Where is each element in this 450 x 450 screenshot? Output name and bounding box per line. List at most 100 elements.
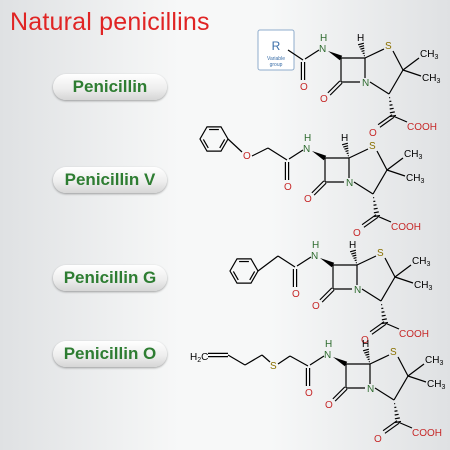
bond	[394, 276, 414, 284]
hashed-bond	[389, 104, 393, 106]
bond	[244, 354, 263, 366]
hashed-bond	[365, 353, 370, 356]
page-title: Natural penicillins	[10, 8, 210, 36]
amide-nitrogen: N	[311, 251, 318, 262]
amide-nitrogen: N	[303, 144, 310, 155]
hashed-bond	[367, 358, 370, 361]
carboxyl-oxygen: O	[353, 228, 361, 239]
carboxyl-oxygen: O	[361, 335, 369, 346]
hashed-bond	[389, 111, 395, 114]
hashed-bond	[360, 47, 365, 50]
bond	[397, 421, 413, 429]
lactam-oxygen: O	[304, 194, 312, 205]
amide-hydrogen: H	[320, 33, 327, 44]
benzene-ring	[199, 126, 229, 152]
bond	[384, 257, 396, 278]
wedge-bond	[328, 51, 343, 61]
hashed-bond	[373, 204, 377, 206]
hashed-bond	[394, 417, 400, 420]
carboxyl-group: COOH	[412, 428, 442, 439]
bond	[267, 147, 288, 161]
bond	[277, 255, 296, 268]
hashed-bond	[343, 145, 349, 148]
bond	[364, 48, 385, 59]
hashed-bond	[362, 348, 370, 352]
hashed-bond	[351, 252, 357, 255]
lactam-nitrogen: N	[367, 384, 374, 395]
variable-group-box	[257, 29, 295, 71]
bond	[388, 69, 404, 95]
amide-oxygen: O	[292, 289, 300, 300]
amide-hydrogen: H	[304, 133, 311, 144]
hashed-bond	[344, 147, 349, 150]
sulfur-atom: S	[385, 41, 392, 52]
bond	[402, 57, 420, 71]
amide-nitrogen: N	[324, 350, 331, 361]
methyl-group-lower: CH3	[414, 280, 432, 292]
hashed-bond	[389, 107, 394, 110]
bridgehead-hydrogen: H	[341, 133, 348, 144]
bond	[374, 387, 395, 401]
benzene-ring	[229, 258, 259, 284]
carboxyl-group: COOH	[407, 122, 437, 133]
hashed-bond	[381, 314, 386, 317]
lactam-nitrogen: N	[346, 178, 353, 189]
bridgehead-hydrogen: H	[362, 339, 369, 350]
bridgehead-hydrogen: H	[349, 240, 356, 251]
ether-oxygen: O	[243, 151, 251, 162]
sulfur-atom: S	[369, 141, 376, 152]
carboxyl-group: COOH	[399, 329, 429, 340]
bond	[393, 375, 409, 401]
lactam-carbonyl-bond	[311, 180, 325, 194]
hashed-bond	[373, 207, 378, 210]
bond	[386, 169, 406, 177]
lactam-oxygen: O	[312, 301, 320, 312]
bond	[287, 49, 304, 61]
bond	[251, 147, 269, 157]
bond	[304, 49, 320, 60]
bond	[394, 264, 412, 278]
hashed-bond	[362, 52, 365, 55]
hashed-bond	[349, 249, 357, 253]
bond	[261, 354, 271, 363]
bond	[392, 115, 408, 123]
hashed-bond	[346, 152, 349, 155]
label-penicillin-o: Penicillin O	[53, 341, 167, 367]
lactam-carbonyl-bond	[334, 388, 348, 402]
carboxyl-group: COOH	[391, 222, 421, 233]
hashed-bond	[394, 410, 398, 412]
carboxyl-carbonyl-bond	[363, 216, 379, 228]
aromatic-bond	[202, 139, 209, 149]
bond	[288, 149, 304, 160]
amide-oxygen: O	[300, 82, 308, 93]
bond	[376, 215, 392, 223]
carboxyl-carbonyl-bond	[377, 114, 393, 126]
amide-nitrogen: N	[319, 44, 326, 55]
aromatic-bond	[219, 139, 226, 149]
methyl-group-upper: CH3	[420, 49, 438, 61]
hashed-bond	[394, 413, 399, 416]
lactam-carbonyl-bond	[327, 80, 341, 94]
wedge-bond	[320, 258, 335, 268]
bond	[376, 150, 388, 171]
lactam-carbonyl-bond	[313, 182, 327, 196]
wedge-bond	[312, 151, 327, 161]
bond	[372, 169, 388, 195]
label-penicillin-v: Penicillin V	[53, 167, 167, 193]
bridgehead-hydrogen: H	[357, 33, 364, 44]
carboxyl-carbonyl-bond	[384, 422, 400, 434]
label-penicillin: Penicillin	[53, 74, 167, 100]
bond	[353, 181, 374, 195]
carboxyl-carbonyl-bond	[379, 116, 395, 128]
bond	[407, 375, 427, 383]
bond	[277, 355, 291, 365]
methyl-group-lower: CH3	[406, 173, 424, 185]
hashed-bond	[359, 45, 365, 48]
carboxyl-oxygen: O	[369, 128, 377, 139]
hashed-bond	[341, 142, 349, 146]
lactam-oxygen: O	[325, 400, 333, 411]
methyl-group-lower: CH3	[427, 379, 445, 391]
